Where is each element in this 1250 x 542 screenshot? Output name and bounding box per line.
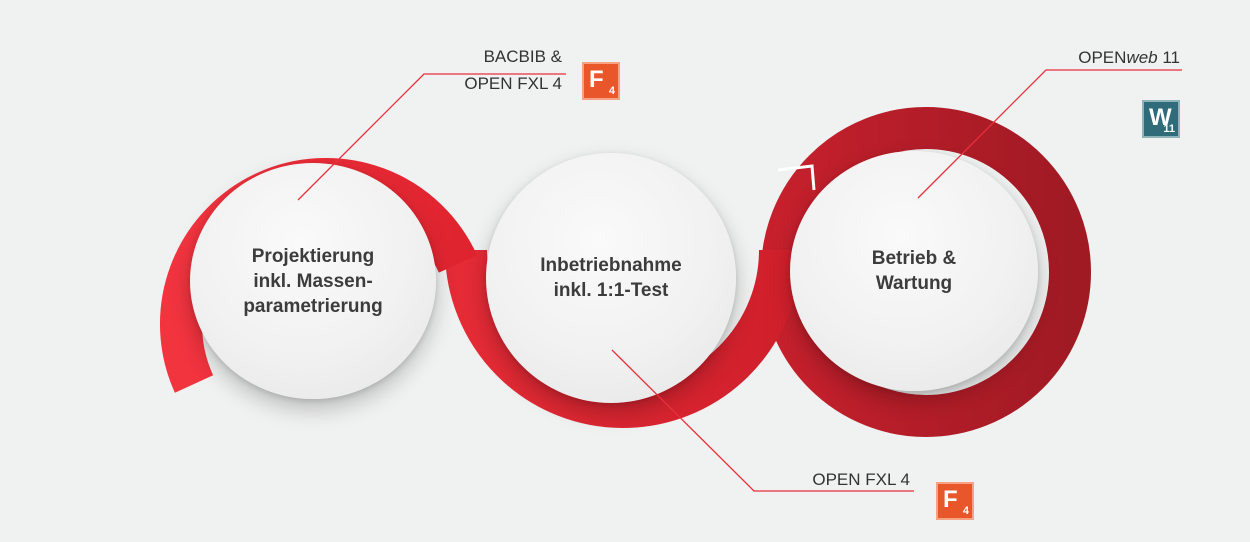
stage-label-operation: Betrieb & Wartung [871, 248, 957, 294]
callout-commissioning-line1: OPEN FXL 4 [812, 470, 910, 489]
fxl-logo-letter: F [943, 486, 958, 513]
callout-planning: BACBIB & OPEN FXL 4 [420, 43, 562, 97]
callout-planning-line1: BACBIB & [483, 47, 562, 66]
openweb-logo-number: 11 [1163, 123, 1175, 135]
callout-operation-prefix: OPEN [1078, 48, 1127, 67]
ring-middle-arc [445, 249, 801, 428]
callout-operation-suffix: 11 [1157, 48, 1180, 67]
ring-joint [777, 164, 816, 191]
stage-label-planning: Projektierung inkl. Massen- parametrieru… [243, 245, 383, 317]
stage-disc-commissioning: Inbetriebnahme inkl. 1:1-Test [486, 153, 736, 403]
stage-disc-operation: Betrieb & Wartung [790, 151, 1038, 391]
leader-line-planning [297, 73, 566, 201]
fxl-logo-icon: F 4 [936, 482, 974, 520]
stage-label-commissioning: Inbetriebnahme inkl. 1:1-Test [540, 255, 682, 301]
leader-line-commissioning [611, 349, 914, 492]
fxl-logo-letter: F [589, 66, 604, 93]
callout-operation-italic: web [1126, 48, 1158, 67]
fxl-logo-icon: F 4 [582, 62, 620, 100]
stage-disc-planning: Projektierung inkl. Massen- parametrieru… [190, 163, 436, 399]
openweb-logo-letter: W [1149, 104, 1172, 131]
callout-commissioning: OPEN FXL 4 [760, 466, 910, 493]
callout-planning-line2: OPEN FXL 4 [464, 74, 562, 93]
fxl-logo-number: 4 [608, 85, 615, 97]
openweb-logo-icon: W 11 [1142, 100, 1180, 138]
callout-operation: OPENweb 11 [1016, 44, 1180, 71]
leader-line-operation [917, 69, 1182, 199]
fxl-logo-number: 4 [962, 505, 969, 517]
